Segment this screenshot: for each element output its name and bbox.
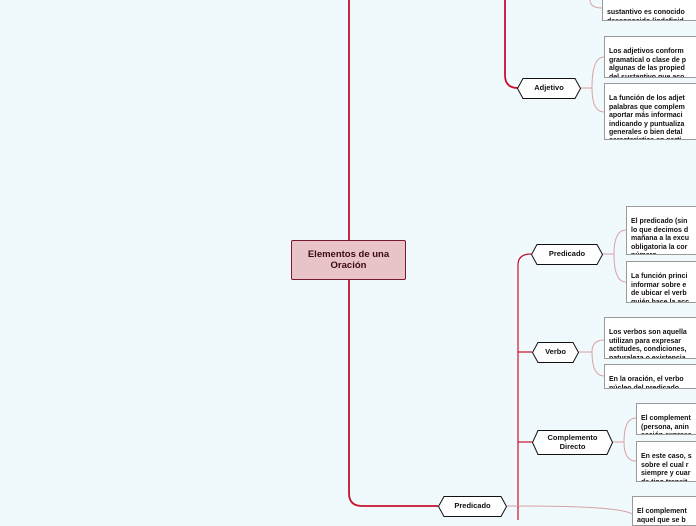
note-verbo-funcion: En la oración, el verbo núcleo del predi…: [604, 364, 696, 389]
note-text: El complement (persona, anin acción expr…: [641, 415, 692, 434]
note-complemento-caso: En este caso, s sobre el cual r siempre …: [636, 441, 696, 482]
note-adjetivo-definicion: Los adjetivos conform gramatical o clase…: [604, 36, 696, 78]
note-verbo-definicion: Los verbos son aquella utilizan para exp…: [604, 317, 696, 359]
central-topic-label: Elementos de una Oración: [307, 249, 390, 271]
note-predicado-funcion: La función princi informar sobre e de ub…: [626, 261, 696, 303]
note-sustantivo: sustantivo es conocido desconocido (inde…: [602, 0, 696, 21]
note-text: Los verbos son aquella utilizan para exp…: [609, 329, 687, 359]
note-text: sustantivo es conocido desconocido (inde…: [607, 9, 685, 20]
topic-predicado-main[interactable]: Predicado: [438, 496, 507, 517]
topic-predicado[interactable]: Predicado: [531, 244, 603, 265]
note-complemento-definicion: El complement (persona, anin acción expr…: [636, 403, 696, 435]
topic-complemento-directo[interactable]: Complemento Directo: [532, 430, 613, 455]
note-text: En la oración, el verbo núcleo del predi…: [609, 376, 684, 389]
note-text: El predicado (sin lo que decimos d mañan…: [631, 218, 689, 254]
note-predicado-definicion: El predicado (sin lo que decimos d mañan…: [626, 206, 696, 255]
topic-predicado-main-label: Predicado: [454, 501, 491, 511]
topic-adjetivo-label: Adjetivo: [534, 83, 564, 93]
topic-verbo[interactable]: Verbo: [532, 342, 579, 363]
note-text: Los adjetivos conform gramatical o clase…: [609, 48, 687, 78]
note-complemento-extra: El complement aquel que se b: [632, 496, 696, 526]
topic-verbo-label: Verbo: [545, 347, 566, 357]
topic-adjetivo[interactable]: Adjetivo: [517, 78, 581, 99]
central-topic[interactable]: Elementos de una Oración: [291, 240, 406, 280]
note-text: El complement aquel que se b: [637, 508, 687, 524]
note-text: En este caso, s sobre el cual r siempre …: [641, 453, 692, 481]
topic-predicado-label: Predicado: [548, 249, 586, 259]
note-adjetivo-funcion: La función de los adjet palabras que com…: [604, 83, 696, 140]
topic-complemento-directo-label: Complemento Directo: [547, 433, 598, 451]
note-text: La función princi informar sobre e de ub…: [631, 273, 689, 303]
note-text: La función de los adjet palabras que com…: [609, 95, 685, 139]
